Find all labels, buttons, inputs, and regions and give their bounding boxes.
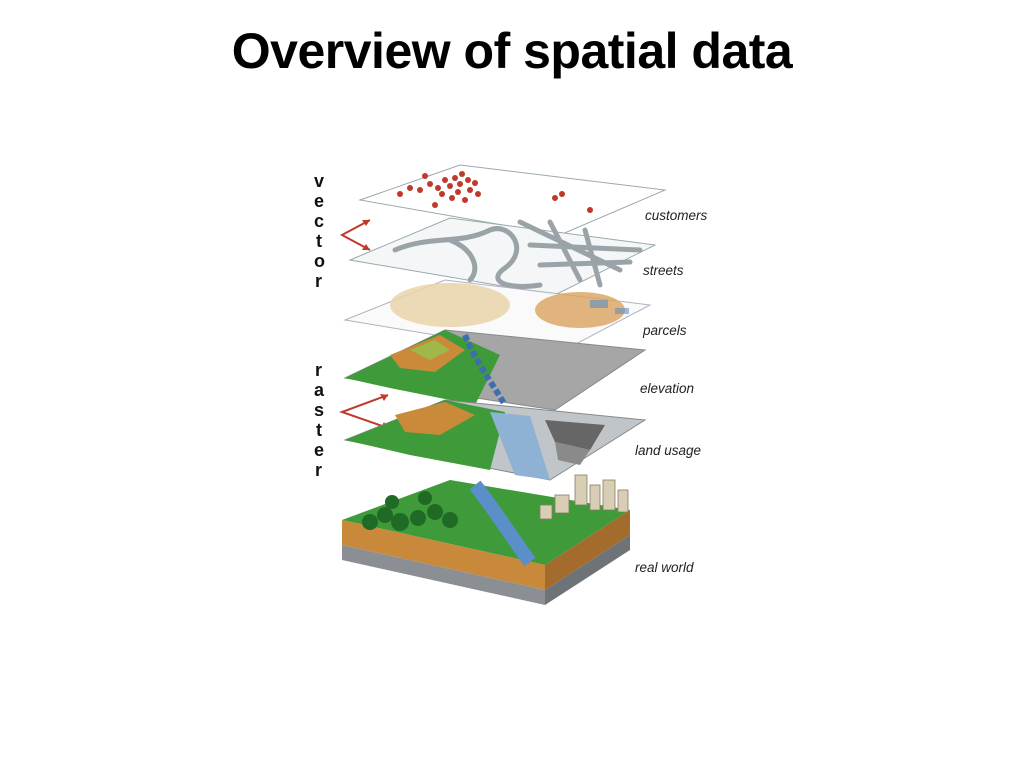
real-world-layer: real world [342,474,694,605]
vector-letter: v [314,171,324,191]
parcels-layer: parcels [343,279,687,356]
vector-arrow [339,219,371,251]
layer-label-elevation: elevation [640,381,694,396]
buildings [539,474,629,520]
streets-layer: streets [348,217,684,296]
layer-label-streets: streets [643,263,684,278]
layer-label-real-world: real world [635,560,694,575]
vector-letter: o [314,251,325,271]
page-title: Overview of spatial data [231,23,793,79]
raster-letter: a [314,380,325,400]
raster-letter: r [315,460,322,480]
layer-label-customers: customers [645,208,708,223]
elevation-layer: elevation [343,329,694,411]
vector-label: v e c t o r [314,171,325,291]
vector-letter: t [316,231,322,251]
spatial-data-layers-diagram: v e c t o r r a s t e r [314,164,708,605]
layer-label-land-usage: land usage [635,443,701,458]
raster-arrow [339,394,389,429]
raster-letter: s [314,400,324,420]
raster-letter: r [315,360,322,380]
raster-label: r a s t e r [314,360,325,480]
customers-layer: customers [358,164,708,236]
vector-letter: e [314,191,324,211]
raster-letter: t [316,420,322,440]
forest [362,491,458,531]
layer-label-parcels: parcels [642,323,687,338]
land-usage-layer: land usage [343,399,701,481]
vector-letter: c [314,211,324,231]
customer-dots [397,171,593,213]
vector-letter: r [315,271,322,291]
raster-letter: e [314,440,324,460]
